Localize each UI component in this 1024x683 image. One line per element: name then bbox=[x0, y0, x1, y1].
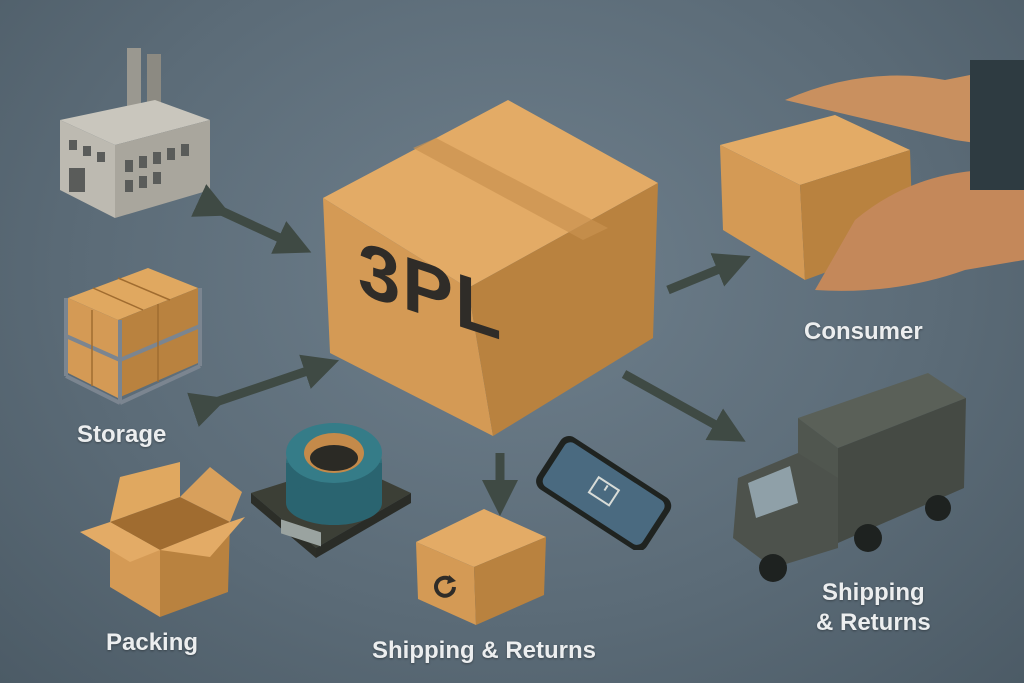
smartphone-icon bbox=[520, 430, 680, 550]
storage-3pl-arrow bbox=[187, 354, 340, 427]
shipping-returns-right-line2: & Returns bbox=[816, 609, 931, 636]
consumer-label: Consumer bbox=[804, 318, 923, 345]
factory-3pl-arrow bbox=[191, 184, 312, 254]
scale-with-tape-roll-icon bbox=[246, 408, 416, 558]
consumer-hands-with-box bbox=[715, 60, 1024, 305]
open-packing-box-icon bbox=[80, 462, 250, 622]
3pl-main-box: 3PL bbox=[318, 98, 663, 443]
shipping-returns-right-label: Shipping & Returns bbox=[816, 578, 931, 638]
storage-rack-icon bbox=[58, 258, 208, 408]
returns-box-icon bbox=[414, 507, 549, 627]
shipping-returns-right-line1: Shipping bbox=[822, 579, 925, 606]
delivery-truck-icon bbox=[728, 368, 968, 588]
factory-icon bbox=[55, 40, 215, 220]
shipping-returns-bottom-label: Shipping & Returns bbox=[372, 637, 596, 664]
storage-label: Storage bbox=[77, 421, 167, 448]
packing-label: Packing bbox=[106, 629, 199, 656]
